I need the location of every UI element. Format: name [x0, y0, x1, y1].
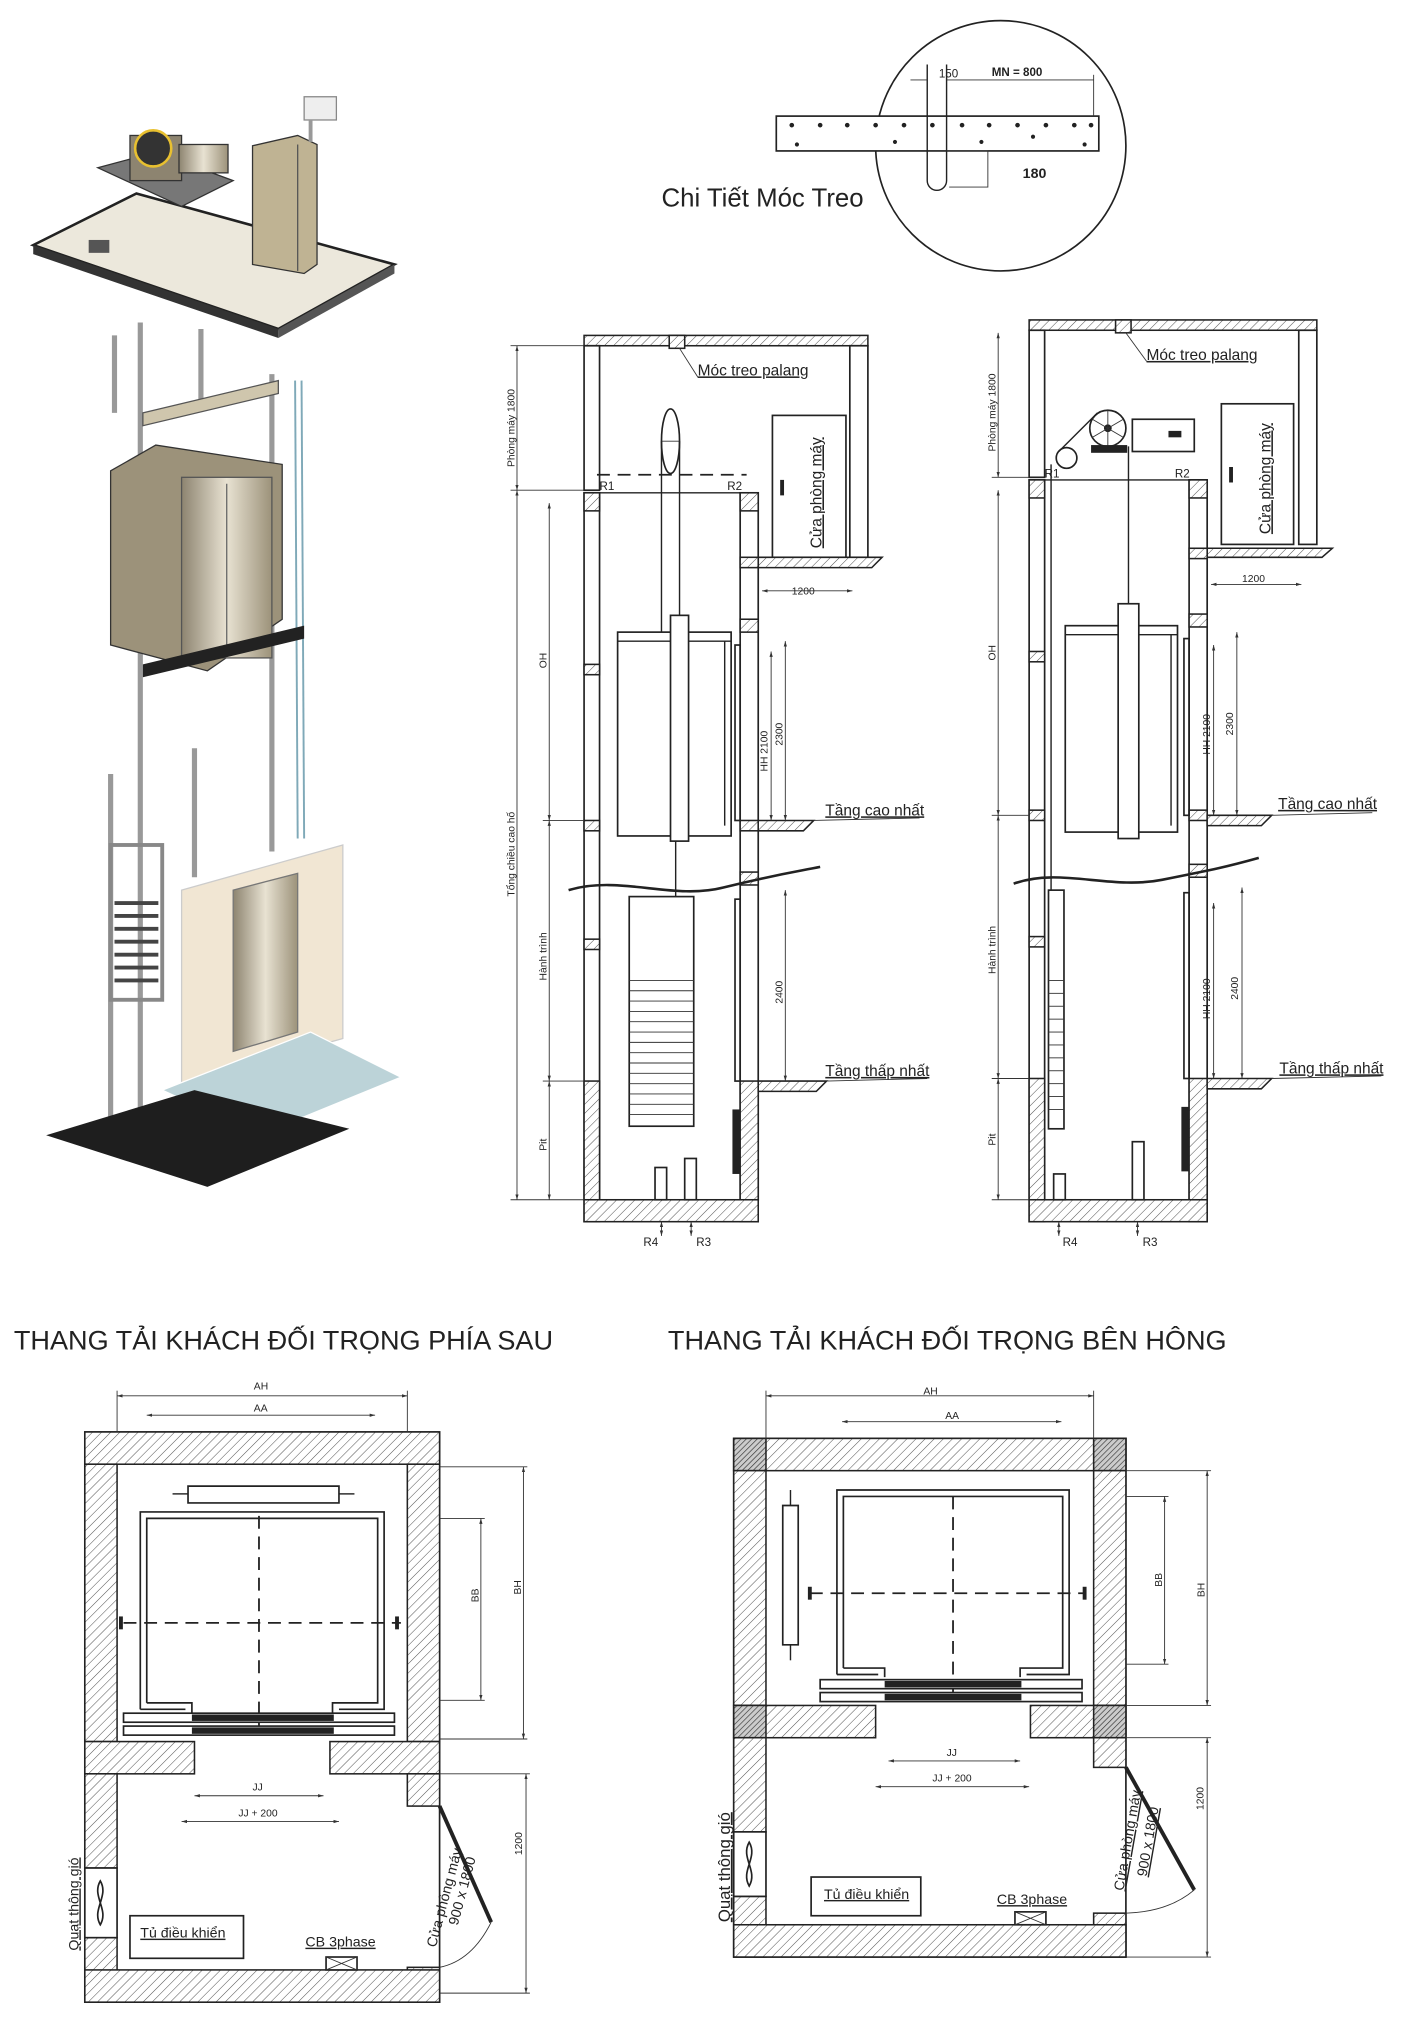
breaker-icon [325, 1956, 358, 1971]
dim-150: 150 [939, 67, 958, 80]
machine-room-door-leaf [437, 1805, 493, 1923]
dim-2300: 2300 [1225, 712, 1236, 735]
ah-dim: AH [254, 1381, 268, 1392]
u-hook [926, 64, 948, 191]
dim-1200: 1200 [792, 587, 815, 598]
dim-1200: 1200 [1242, 574, 1265, 585]
jj200-dim: JJ + 200 [238, 1808, 278, 1819]
plan-rear-counterweight: AH AA BB BH JJ JJ + 200 1200 Quạt thông … [66, 1381, 530, 2004]
buffer [1052, 1173, 1067, 1201]
top-floor-label: Tầng cao nhất [1278, 796, 1378, 813]
machine-door-label: Cửa phòng máy [808, 437, 825, 548]
concrete-beam [775, 115, 1100, 152]
traction-machine-icon [95, 129, 235, 208]
oh-dim: OH [988, 645, 999, 660]
pit-dim: Pit [988, 1133, 999, 1145]
detail-title: Chi Tiết Móc Treo [661, 184, 863, 212]
r2-label: R2 [727, 480, 742, 493]
elevator-car-icon [109, 444, 305, 678]
dim-2300: 2300 [775, 722, 786, 745]
hook-label: Móc treo palang [698, 362, 809, 379]
travel-dim: Hành trình [539, 932, 550, 980]
r4-label: R4 [643, 1236, 658, 1249]
dim-1200: 1200 [1195, 1787, 1206, 1810]
counterweight [781, 1504, 800, 1646]
bb-dim: BB [1154, 1573, 1165, 1587]
counterweight [187, 1485, 340, 1504]
r1-label: R1 [1045, 467, 1060, 480]
jj-dim: JJ [253, 1783, 263, 1794]
jj-dim: JJ [947, 1748, 957, 1759]
hook-detail: 150 MN = 800 180 Chi Tiết Móc Treo [661, 19, 1127, 272]
car [145, 1517, 379, 1714]
hh-top-dim: HH 2100 [1202, 714, 1213, 755]
dim-180: 180 [1023, 166, 1047, 182]
elevator-3d-illustration [29, 96, 403, 1187]
hh-dim: HH 2100 [759, 730, 770, 771]
machine-room-height-dim: Phòng máy 1800 [988, 373, 999, 451]
dim-2400: 2400 [775, 980, 786, 1003]
travel-dim: Hành trình [988, 926, 999, 974]
control-cabinet-label: Tủ điều khiển [140, 1926, 225, 1942]
fan-label: Quạt thông gió [715, 1812, 734, 1922]
bh-dim: BH [513, 1580, 524, 1594]
control-cabinet [810, 1876, 922, 1917]
fan-label: Quạt thông gió [66, 1857, 82, 1950]
fan-icon [745, 1840, 753, 1888]
aa-dim: AA [945, 1411, 959, 1422]
r3-label: R3 [696, 1236, 711, 1249]
plan-rear-title: THANG TẢI KHÁCH ĐỐI TRỌNG PHÍA SAU [14, 1323, 553, 1355]
counterweight-icon [108, 843, 165, 1002]
buffer [683, 1157, 698, 1201]
machine-room-door-leaf [1124, 1766, 1196, 1891]
hh-bottom-dim: HH 2100 [1202, 978, 1213, 1019]
buffer [1131, 1140, 1145, 1201]
traction-machine-icon [1055, 409, 1196, 470]
section-rear-counterweight: Móc treo palang Cửa phòng máy R1 R2 R4 R… [505, 334, 930, 1249]
r1-label: R1 [600, 480, 615, 493]
cb-label: CB 3phase [305, 1935, 375, 1951]
dim-mn: MN = 800 [992, 66, 1043, 79]
bottom-floor-label: Tầng thấp nhất [1279, 1060, 1384, 1077]
control-cabinet-label: Tủ điều khiển [824, 1887, 909, 1903]
jj200-dim: JJ + 200 [932, 1774, 972, 1785]
machine-door-label: Cửa phòng máy [1257, 423, 1274, 534]
dim-1200: 1200 [514, 1832, 525, 1855]
control-cabinet-icon [251, 96, 338, 275]
plan-side-title: THANG TẢI KHÁCH ĐỐI TRỌNG BÊN HÔNG [668, 1323, 1227, 1355]
r2-label: R2 [1175, 467, 1190, 480]
r4-label: R4 [1063, 1236, 1078, 1249]
aa-dim: AA [254, 1403, 268, 1414]
pit-dim: Pit [539, 1139, 550, 1151]
hook-label: Móc treo palang [1147, 347, 1258, 364]
dim-2400: 2400 [1230, 977, 1241, 1000]
section-side-counterweight: Móc treo palang Cửa phòng máy R1 R2 R4 R… [988, 319, 1384, 1249]
bh-dim: BH [1197, 1583, 1208, 1597]
machine-room-door [1220, 402, 1295, 546]
ah-dim: AH [923, 1387, 937, 1398]
r3-label: R3 [1143, 1236, 1158, 1249]
bb-dim: BB [470, 1588, 481, 1602]
plan-side-counterweight: AH AA BB BH JJ JJ + 200 1200 Quạt thông … [715, 1387, 1212, 1958]
control-cabinet [129, 1914, 245, 1960]
total-height-dim: Tổng chiều cao hố [505, 811, 517, 896]
fan-icon [96, 1879, 104, 1927]
bottom-floor-label: Tầng thấp nhất [825, 1063, 930, 1080]
top-floor-label: Tầng cao nhất [825, 802, 925, 819]
cb-label: CB 3phase [997, 1892, 1067, 1908]
oh-dim: OH [539, 653, 550, 668]
machine-room-height-dim: Phòng máy 1800 [506, 389, 517, 467]
breaker-icon [1014, 1911, 1047, 1926]
counterweight [1047, 889, 1065, 1130]
buffer [654, 1166, 668, 1201]
car [842, 1495, 1064, 1678]
